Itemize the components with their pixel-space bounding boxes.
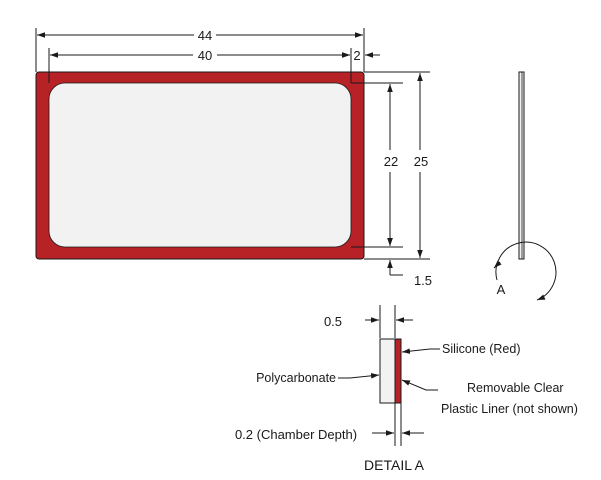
detail-a-callout-arrowstart — [493, 260, 502, 269]
dim-overall-width: 44 — [35, 28, 365, 72]
dim-2-label: 2 — [353, 48, 360, 63]
polycarbonate-leader — [338, 373, 380, 379]
dim-25-label: 25 — [414, 154, 428, 169]
detail-a: 0.5 Silicone (Red) Polycarbonate Removab… — [235, 305, 578, 473]
detail-a-title: DETAIL A — [364, 457, 425, 473]
front-view — [35, 71, 365, 260]
silicone-layer — [394, 338, 402, 404]
dim-44-label: 44 — [198, 28, 212, 43]
silicone-leader — [401, 348, 440, 354]
side-view-slide — [518, 71, 525, 260]
dim-bottom-border: 1.5 — [387, 232, 432, 288]
polycarbonate-label: Polycarbonate — [256, 371, 336, 385]
dim-overall-height: 25 — [364, 71, 430, 260]
dim-0-5-label: 0.5 — [324, 314, 342, 329]
liner-label-line2: Plastic Liner (not shown) — [441, 402, 578, 416]
dim-border-width: 2 — [335, 48, 380, 63]
dim-inner-width: 40 — [48, 48, 352, 83]
silicone-label: Silicone (Red) — [442, 342, 521, 356]
liner-label-line1: Removable Clear — [467, 381, 564, 395]
dim-40-label: 40 — [198, 48, 212, 63]
polycarbonate-layer — [379, 338, 396, 404]
dim-22-label: 22 — [384, 154, 398, 169]
liner-leader — [401, 379, 438, 391]
side-view: A — [493, 71, 557, 301]
dim-1-5-label: 1.5 — [414, 273, 432, 288]
dim-chamber-depth-label: 0.2 (Chamber Depth) — [235, 427, 357, 442]
chamber-window — [48, 82, 352, 248]
detail-a-callout-letter: A — [497, 282, 506, 297]
